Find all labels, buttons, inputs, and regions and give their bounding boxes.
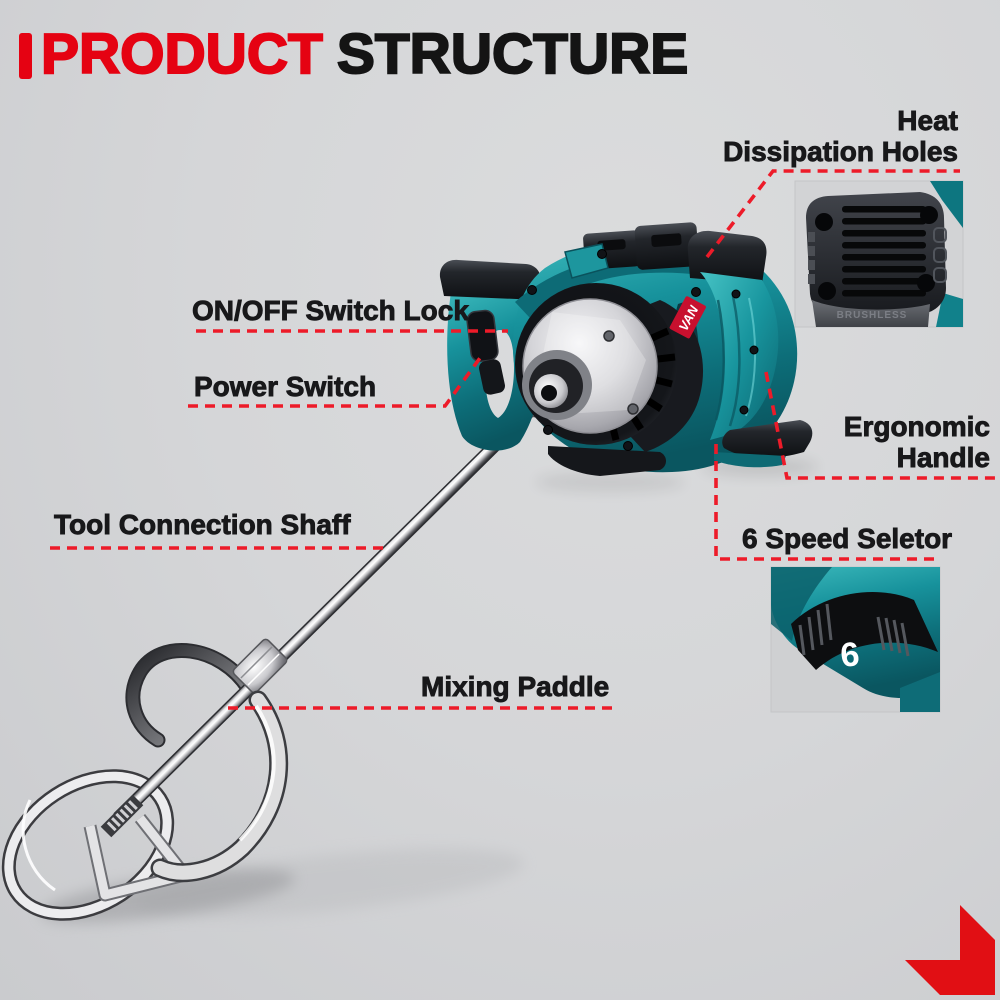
- title-prefix: PRODUCT: [40, 21, 324, 87]
- callout-mixing-paddle: Mixing Paddle: [421, 671, 610, 702]
- callout-ergonomic-handle: Ergonomic Handle: [843, 411, 990, 474]
- speed-dial-number: 6: [838, 635, 861, 675]
- dial-ribs: [798, 603, 910, 657]
- heat-dissipation-slots: [842, 206, 926, 297]
- motor-base: [548, 446, 666, 476]
- inset-speed-selector-photo: 6: [770, 566, 941, 713]
- callout-power-switch: Power Switch: [194, 371, 377, 402]
- hex-coupling-nut: [232, 638, 288, 694]
- motor-vent-wedge: [630, 300, 704, 452]
- title-accent-bar: [19, 33, 32, 79]
- face-screws: [603, 330, 639, 415]
- tool-connection-shaft-graphic: [100, 387, 554, 838]
- vent-corner-holes: [815, 206, 938, 300]
- callout-heat-line1: Heat: [897, 105, 959, 136]
- corner-arrow-icon: [905, 905, 995, 995]
- callout-ergonomic-line1: Ergonomic: [843, 411, 990, 442]
- callout-tool-connection-shaft: Tool Connection Shaff: [54, 509, 351, 540]
- leader-speed-selector: [714, 444, 937, 561]
- on-off-lock-button: [466, 309, 499, 363]
- right-handle-cap: [687, 230, 767, 284]
- leader-heat-dissipation: [705, 169, 960, 259]
- right-handle-foot: [722, 420, 813, 458]
- inset-heat-dissipation-photo: BRUSHLESS: [794, 180, 964, 328]
- paddle-blade-front: [150, 690, 289, 883]
- leader-power-switch: [188, 356, 482, 408]
- rear-handle-cap: [439, 259, 541, 300]
- callout-heat-line2: Dissipation Holes: [723, 135, 959, 167]
- mixer-body: VAN: [439, 222, 813, 476]
- leader-ergonomic-handle: [764, 371, 997, 480]
- callout-ergonomic-line2: Handle: [896, 441, 990, 473]
- brushless-text: BRUSHLESS: [837, 310, 908, 321]
- title-suffix: STRUCTURE: [336, 21, 689, 87]
- power-switch-trigger: [479, 359, 505, 395]
- callout-speed-selector: 6 Speed Seletor: [742, 523, 953, 554]
- callout-heat-dissipation-holes: Heat Dissipation Holes: [723, 105, 959, 168]
- housing-screws: [527, 249, 759, 451]
- callout-on-off-switch-lock: ON/OFF Switch Lock: [192, 295, 470, 326]
- mixing-paddle-graphic: [1, 643, 256, 921]
- brand-label: VAN: [669, 296, 706, 339]
